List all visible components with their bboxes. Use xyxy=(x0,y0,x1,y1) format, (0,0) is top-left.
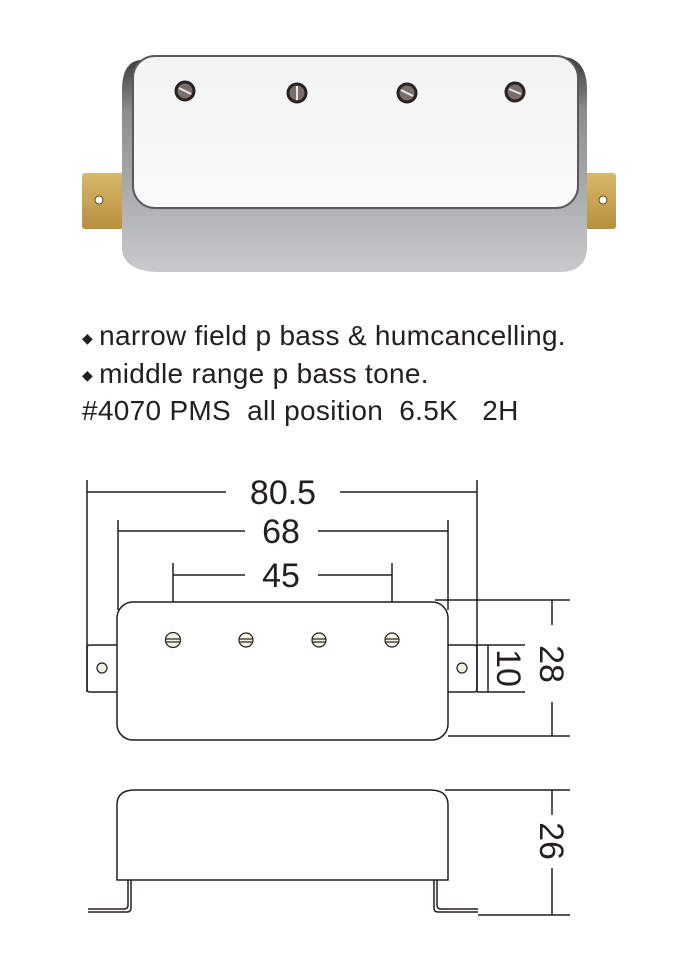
chrome-cover-top xyxy=(132,55,579,209)
dimension-drawing: 80.5 68 45 28 10 26 xyxy=(86,474,570,916)
diamond-bullet-icon: ◆ xyxy=(82,367,94,384)
feature-text: middle range p bass tone. xyxy=(99,357,429,389)
pole-piece-icon xyxy=(164,631,182,649)
mounting-holes xyxy=(96,662,468,674)
dim-cover-length: 68 xyxy=(262,513,300,551)
dim-height: 26 xyxy=(532,822,570,860)
dim-pole-spacing: 45 xyxy=(262,557,300,595)
model-spec-line: #4070 PMS all position 6.5K 2H xyxy=(82,395,519,427)
dim-tab-width: 10 xyxy=(489,649,527,687)
pole-piece-icon xyxy=(311,632,327,648)
diamond-bullet-icon: ◆ xyxy=(82,329,94,346)
pole-pieces xyxy=(164,631,400,649)
pole-piece-icon xyxy=(384,632,400,648)
feature-text: narrow field p bass & humcancelling. xyxy=(99,320,566,351)
dim-width: 28 xyxy=(532,645,570,683)
mounting-hole-icon xyxy=(96,662,108,674)
feature-item: ◆ narrow field p bass & humcancelling. xyxy=(82,318,566,356)
feature-item: ◆ middle range p bass tone. xyxy=(82,356,566,394)
pole-piece-icon xyxy=(238,632,254,648)
pickup-photo xyxy=(82,55,616,272)
mounting-hole-icon xyxy=(456,662,468,674)
dim-overall-length: 80.5 xyxy=(250,474,316,512)
spec-text: ◆ narrow field p bass & humcancelling. ◆ m… xyxy=(82,318,566,429)
